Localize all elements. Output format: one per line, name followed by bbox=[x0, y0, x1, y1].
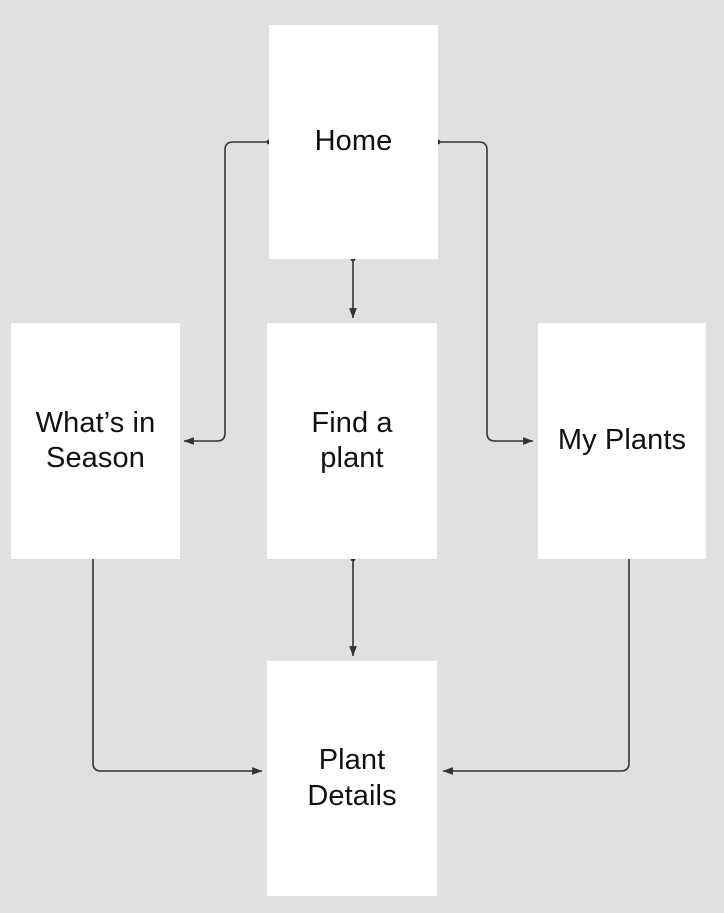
node-home-label: Home bbox=[314, 125, 393, 158]
edge-whats-in-season-to-plant-details bbox=[92, 559, 263, 775]
edge-home-to-whats-in-season bbox=[183, 139, 272, 445]
node-whats-in-season[interactable]: What’s in Season bbox=[11, 323, 180, 559]
node-whats-in-season-label: What’s in Season bbox=[35, 406, 156, 474]
node-my-plants-label: My Plants bbox=[557, 424, 687, 457]
node-my-plants[interactable]: My Plants bbox=[538, 323, 706, 559]
node-home[interactable]: Home bbox=[269, 25, 438, 259]
node-plant-details-label: Plant Details bbox=[307, 744, 397, 812]
edge-home-to-my-plants bbox=[435, 139, 534, 445]
node-plant-details[interactable]: Plant Details bbox=[267, 661, 437, 896]
node-find-a-plant-label: Find a plant bbox=[311, 406, 393, 474]
edge-my-plants-to-plant-details bbox=[442, 559, 630, 775]
node-find-a-plant[interactable]: Find a plant bbox=[267, 323, 437, 559]
